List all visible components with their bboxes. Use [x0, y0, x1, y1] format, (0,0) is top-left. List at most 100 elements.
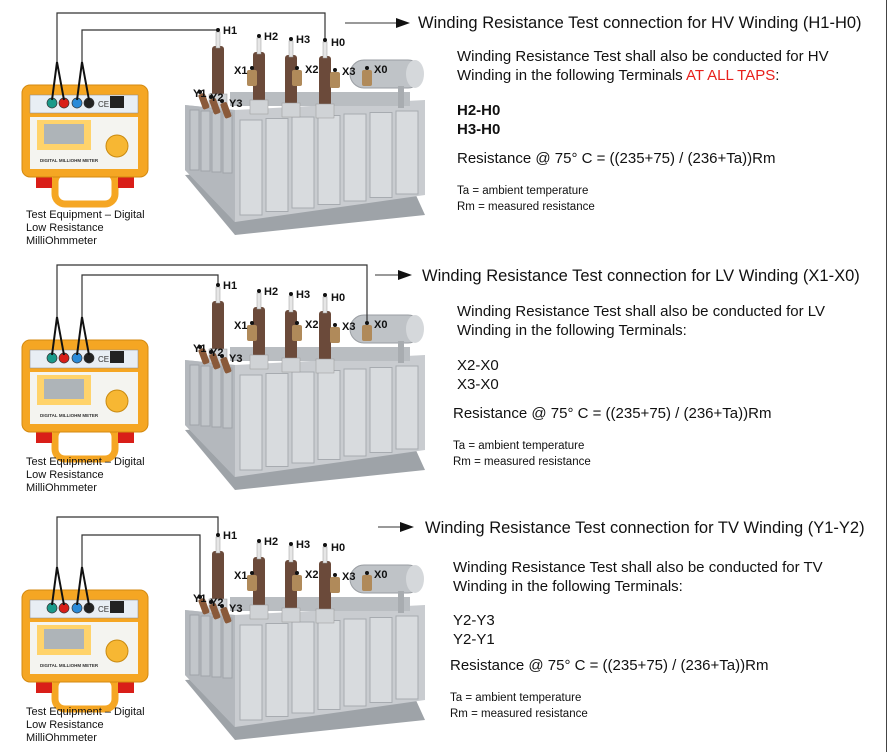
terminal-point — [216, 283, 220, 287]
hv-bushing — [253, 52, 265, 102]
caption-line: Low Resistance — [26, 719, 104, 731]
radiator-fin — [265, 118, 289, 212]
hv-bushing — [285, 560, 297, 610]
radiator-fin — [317, 115, 341, 205]
lv-bushing — [330, 577, 340, 593]
section-title: Winding Resistance Test connection for H… — [418, 14, 862, 32]
formula-notes: Ta = ambient temperature Rm = measured r… — [450, 690, 588, 722]
terminal-point — [216, 28, 220, 32]
terminal-label: Y1 — [193, 593, 206, 605]
radiator-fin — [200, 615, 211, 677]
radiator-fin — [369, 112, 393, 198]
terminal-label: X1 — [234, 320, 247, 332]
description-line: Winding in the following Terminals: — [453, 578, 683, 595]
page-border — [886, 0, 887, 752]
lv-bushing — [292, 70, 302, 86]
radiator-fin — [395, 365, 419, 450]
radiator-fin — [239, 624, 263, 721]
note: Rm = measured resistance — [457, 201, 595, 213]
equipment-caption: Test Equipment – Digital Low Resistance … — [26, 209, 145, 248]
terminal-point — [198, 595, 202, 599]
terminal-point — [333, 573, 337, 577]
note: Rm = measured resistance — [450, 708, 588, 720]
radiator-fin — [189, 614, 200, 676]
terminal-pair: X3-X0 — [457, 376, 499, 393]
radiator-fin — [369, 367, 393, 453]
note: Ta = ambient temperature — [450, 692, 582, 704]
description-line: Winding in the following Terminals AT AL… — [457, 66, 829, 85]
terminal-label: Y3 — [229, 98, 242, 110]
test-lead-wire — [56, 12, 326, 62]
radiator-fin — [291, 621, 315, 714]
radiator-fin — [189, 364, 200, 426]
hv-bushing — [319, 561, 331, 611]
description-line: Winding Resistance Test shall also be co… — [457, 303, 825, 320]
terminal-point — [289, 542, 293, 546]
radiator-fin — [222, 112, 233, 174]
terminal-point — [365, 571, 369, 575]
terminal-point — [289, 292, 293, 296]
svg-text:CE: CE — [98, 100, 109, 109]
formula: Resistance @ 75° C = ((235+75) / (236+Ta… — [450, 657, 769, 674]
test-lead-wire — [81, 534, 201, 597]
formula-notes: Ta = ambient temperature Rm = measured r… — [453, 438, 591, 470]
terminal-point — [257, 539, 261, 543]
svg-text:CE: CE — [98, 605, 109, 614]
terminal-pair: H3-H0 — [457, 121, 501, 138]
test-lead-wire — [81, 274, 219, 317]
formula: Resistance @ 75° C = ((235+75) / (236+Ta… — [453, 405, 772, 422]
svg-text:DIGITAL MILLIOHM METER: DIGITAL MILLIOHM METER — [40, 663, 99, 668]
terminal-point — [220, 354, 224, 358]
tv-bushing — [209, 98, 221, 115]
section-description: Winding Resistance Test shall also be co… — [453, 558, 823, 596]
radiator-fin — [200, 110, 211, 172]
radiator-fin — [189, 109, 200, 171]
caption-line: Test Equipment – Digital — [26, 706, 145, 718]
equipment-caption: Test Equipment – Digital Low Resistance … — [26, 456, 145, 495]
radiator-fin — [222, 367, 233, 429]
lv-bushing — [330, 72, 340, 88]
terminal-label: H2 — [264, 31, 278, 43]
tv-bushing — [198, 598, 210, 615]
terminal-point — [295, 66, 299, 70]
range-selector-knob — [105, 134, 129, 158]
description-text: : — [775, 67, 780, 84]
caption-line: Low Resistance — [26, 222, 104, 234]
terminal-pair: H2-H0 — [457, 102, 501, 119]
terminal-label: H0 — [331, 542, 345, 554]
terminal-point — [257, 34, 261, 38]
terminal-point — [323, 293, 327, 297]
lv-bushing — [247, 575, 257, 591]
terminal-label: H1 — [223, 280, 237, 292]
terminal-label: H3 — [296, 289, 310, 301]
section-description: Winding Resistance Test shall also be co… — [457, 47, 829, 85]
terminal-pair: Y2-Y3 — [453, 612, 495, 629]
range-selector-knob — [105, 639, 129, 663]
radiator-fin — [211, 616, 222, 678]
terminal-label: X3 — [342, 571, 355, 583]
radiator-fin — [343, 113, 367, 202]
terminal-label: Y3 — [229, 603, 242, 615]
formula-notes: Ta = ambient temperature Rm = measured r… — [457, 183, 595, 215]
terminal-list: X2-X0 X3-X0 — [457, 356, 499, 394]
radiator-fin — [265, 623, 289, 717]
terminal-point — [209, 95, 213, 99]
highlight-text: AT ALL TAPS — [686, 67, 776, 84]
terminal-point — [250, 571, 254, 575]
terminal-point — [323, 38, 327, 42]
terminal-point — [295, 321, 299, 325]
terminal-label: H2 — [264, 286, 278, 298]
lv-bushing — [292, 325, 302, 341]
hv-bushing — [319, 56, 331, 106]
hv-bushing — [212, 551, 224, 601]
radiator-fin — [211, 366, 222, 428]
terminal-point — [216, 533, 220, 537]
test-lead-wire — [81, 29, 218, 62]
terminal-point — [257, 289, 261, 293]
